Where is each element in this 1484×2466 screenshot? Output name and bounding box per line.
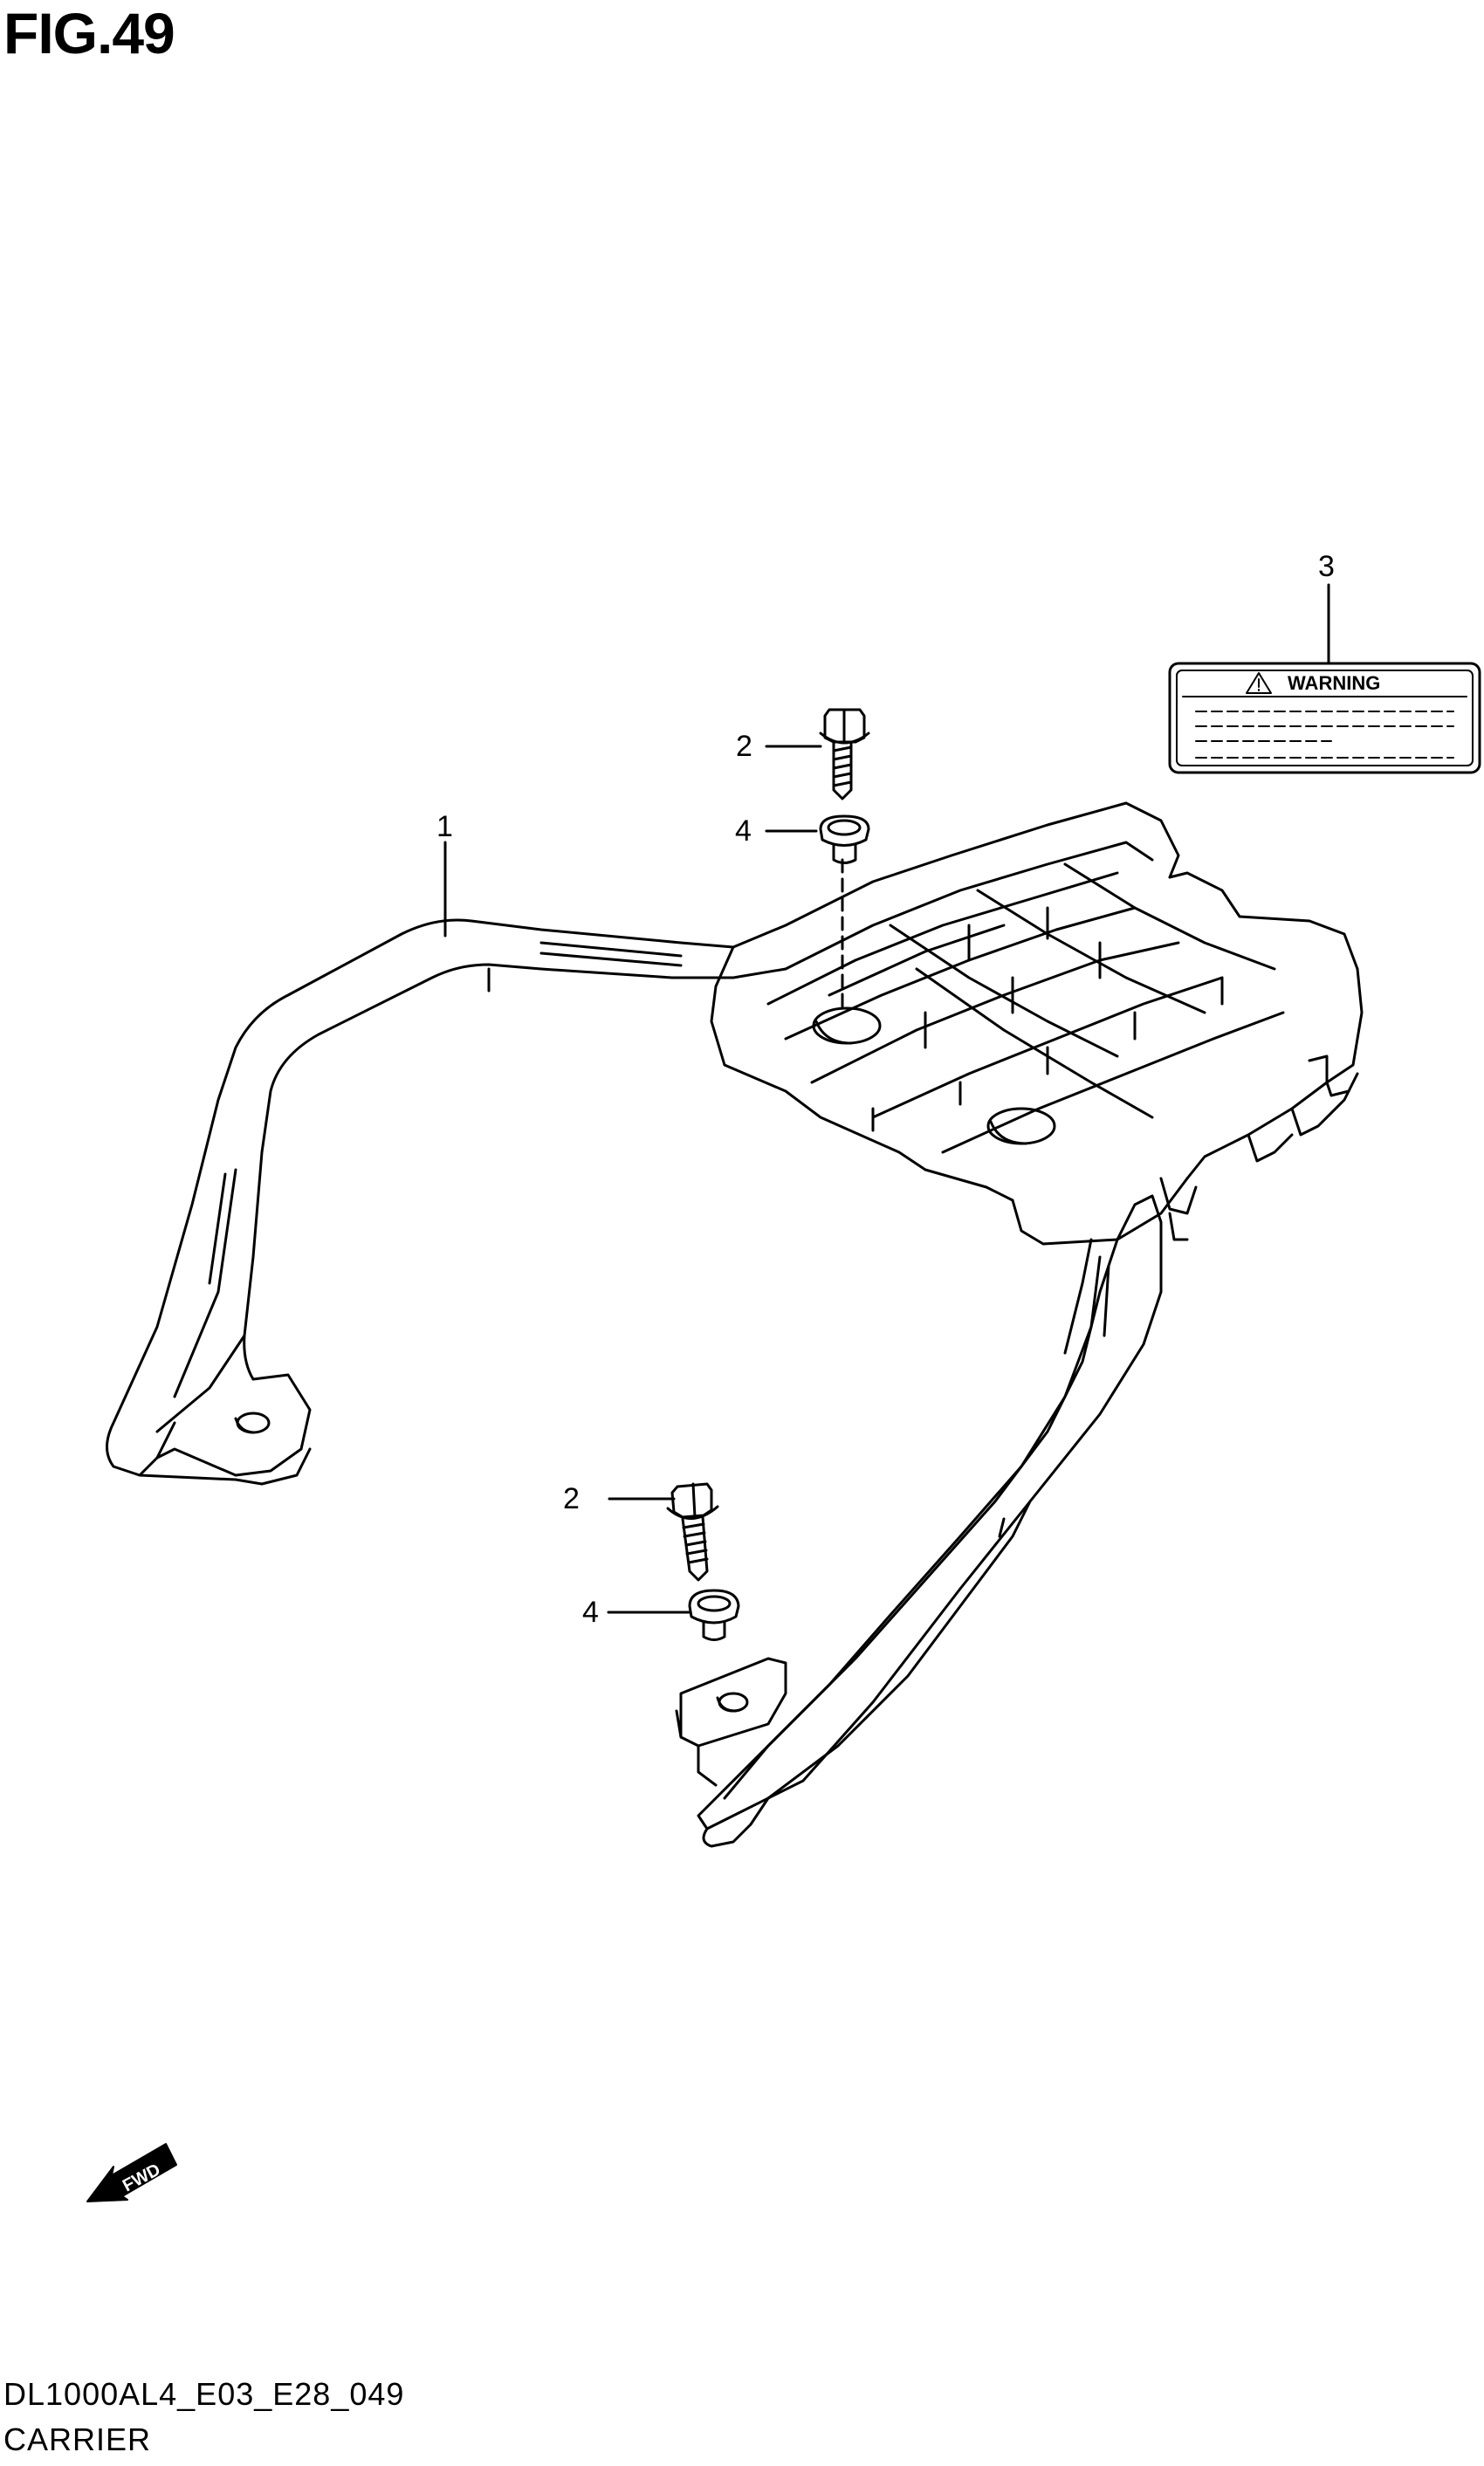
carrier-left-arm [106, 918, 735, 1486]
callout-2-upper: 2 [736, 730, 752, 763]
carrier-right-arm [675, 1194, 1163, 1848]
carrier-platform [710, 801, 1364, 1246]
warning-triangle-icon [1246, 672, 1272, 694]
callout-leaders [443, 583, 1330, 1614]
warning-label-sticker [1168, 662, 1481, 774]
callout-1: 1 [436, 810, 453, 843]
figure-title: FIG.49 [3, 1, 175, 65]
diagram-code: DL1000AL4_E03_E28_049 [3, 2376, 405, 2412]
bolt-lower [666, 1482, 719, 1582]
forward-arrow-icon [86, 2143, 177, 2202]
washer-lower [688, 1589, 740, 1641]
diagram-name: CARRIER [3, 2421, 152, 2457]
callout-2-lower: 2 [563, 1482, 580, 1515]
callout-3: 3 [1318, 550, 1335, 583]
callout-4-lower: 4 [582, 1596, 599, 1629]
washer-upper [819, 814, 870, 864]
callout-4-upper: 4 [735, 814, 752, 848]
bolt-upper [819, 708, 870, 800]
warning-label-text: WARNING [1288, 672, 1381, 694]
